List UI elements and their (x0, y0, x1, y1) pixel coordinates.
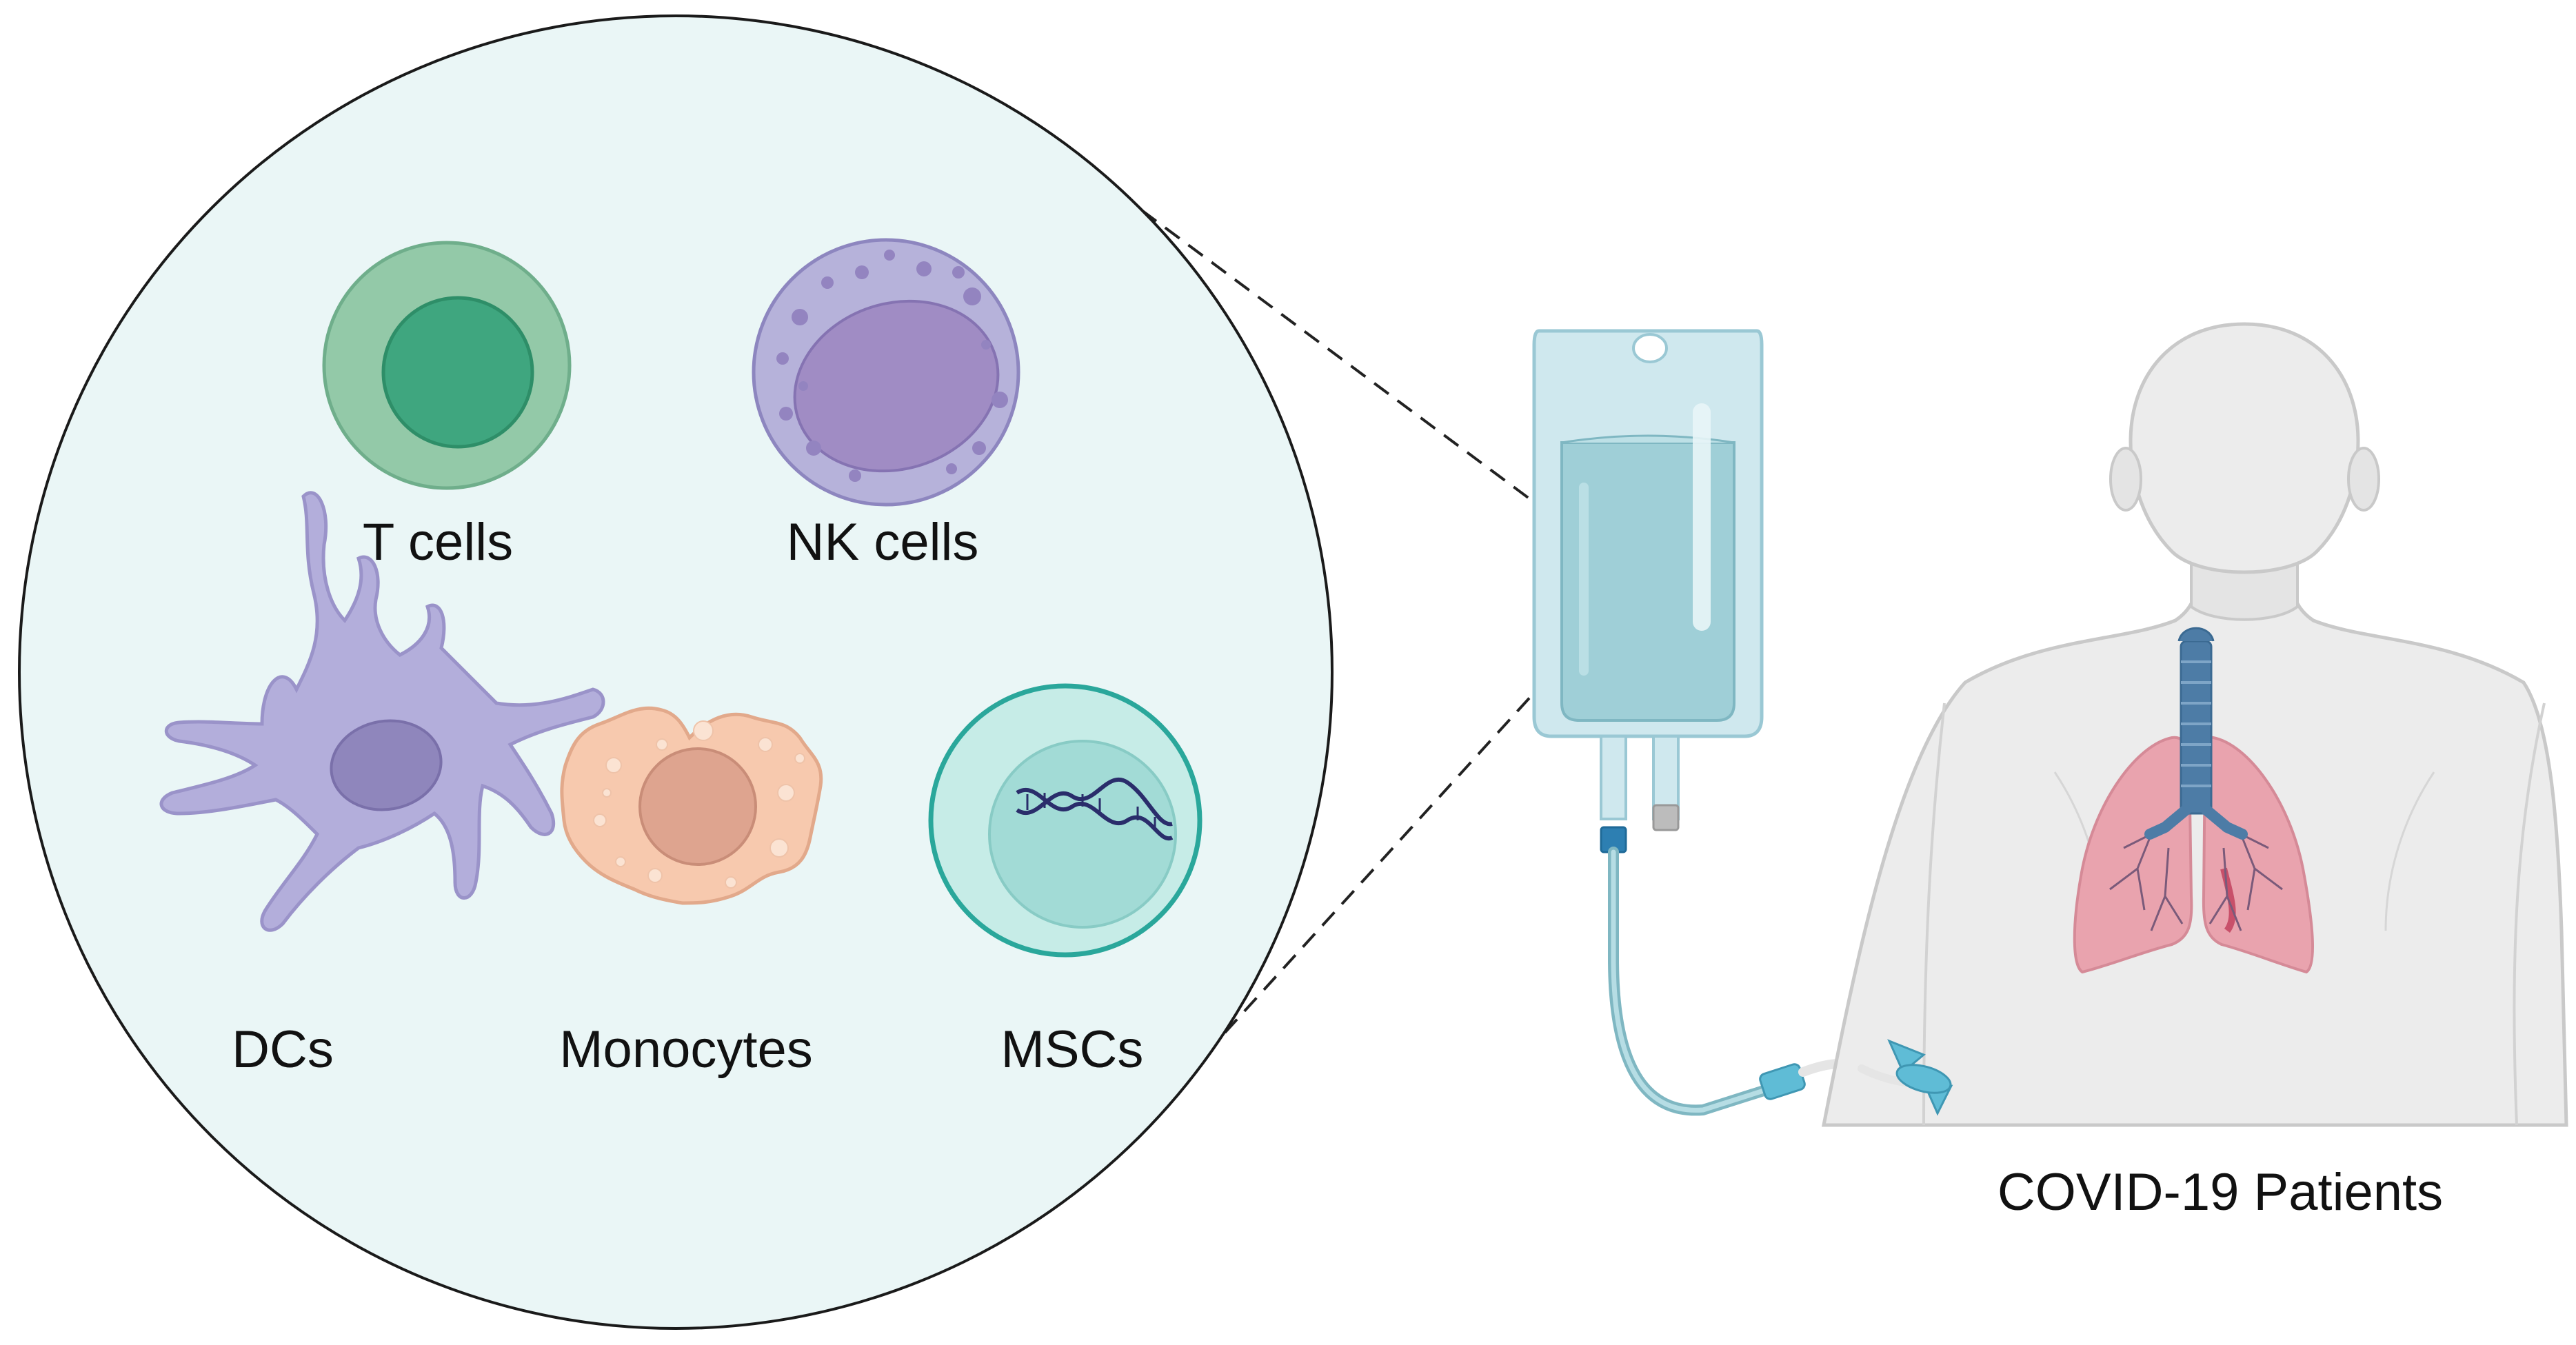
patient-figure (1821, 322, 2568, 1127)
msc-icon (928, 683, 1203, 958)
nk-cell-icon (752, 238, 1020, 507)
patient-label: COVID-19 Patients (1998, 1163, 2443, 1222)
trachea-icon (2144, 627, 2248, 840)
iv-bag-hanger-hole (1632, 333, 1668, 363)
cell-types-panel: T cells NK cells DCs (18, 14, 1334, 1330)
dcs-label: DCs (232, 1020, 334, 1079)
lungs-icon (2073, 736, 2315, 974)
monocytes-label: Monocytes (559, 1020, 813, 1079)
t-cells-label: T cells (363, 513, 513, 572)
nk-cells-label: NK cells (787, 513, 979, 572)
butterfly-needle-icon (1858, 1039, 1953, 1116)
mscs-label: MSCs (1001, 1020, 1144, 1079)
dendritic-cell-icon (159, 491, 605, 932)
monocyte-icon (560, 706, 823, 905)
dna-icon (1016, 777, 1174, 841)
zoom-circle (18, 14, 1334, 1330)
t-cell-icon (322, 241, 572, 490)
iv-bag-port-left (1600, 735, 1627, 820)
iv-bag-icon (1532, 329, 1764, 853)
